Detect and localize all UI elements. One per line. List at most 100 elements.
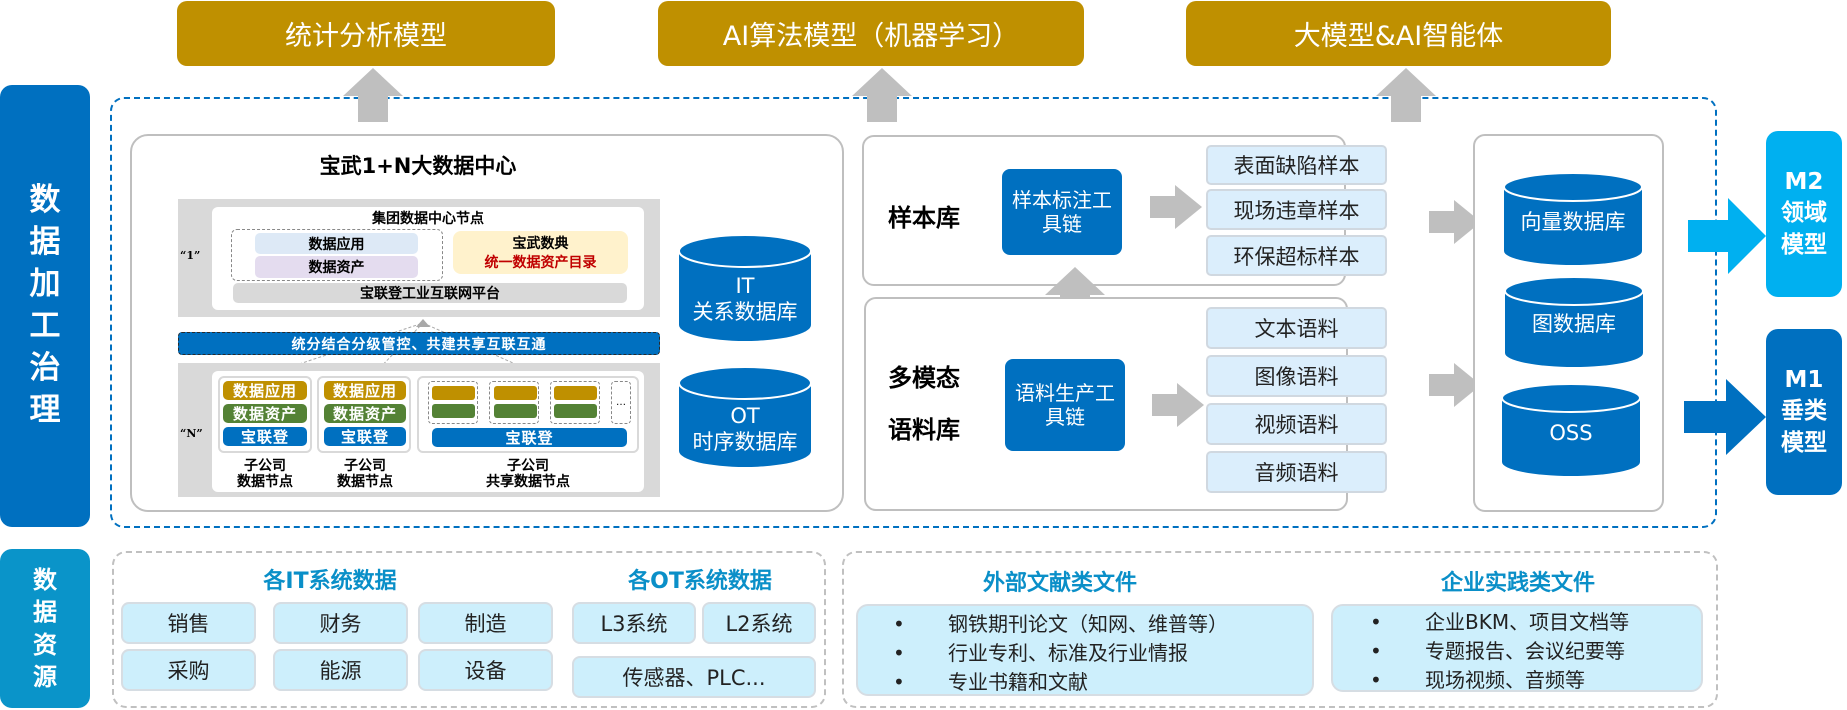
- list-item: 钢铁期刊论文（知网、维普等）: [893, 610, 1312, 639]
- group-data-dashed: [231, 229, 443, 281]
- database-line1: IT: [735, 274, 755, 298]
- up-arrow-icon: [343, 68, 403, 122]
- banner-llm-agent: 大模型&AI智能体: [1186, 1, 1611, 66]
- corpus-item: 文本语料: [1206, 307, 1387, 349]
- bigdata-center-title: 宝武1+N大数据中心: [319, 154, 517, 178]
- vector-database-icon: 向量数据库: [1502, 171, 1644, 266]
- ot-system-item: L3系统: [572, 602, 696, 644]
- sub-node-2: [317, 376, 411, 453]
- side-char: 理: [29, 391, 61, 428]
- store-label: OSS: [1549, 421, 1593, 445]
- sample-item: 现场违章样本: [1206, 189, 1387, 230]
- shared-node-caption-1: 子公司: [507, 457, 549, 474]
- shared-node-caption-2: 共享数据节点: [486, 473, 570, 490]
- shared-node-platform: 宝联登: [432, 428, 627, 447]
- external-docs-list: 钢铁期刊论文（知网、维普等） 行业专利、标准及行业情报 专业书籍和文献: [856, 604, 1314, 697]
- model-line1: 垂类: [1781, 398, 1827, 425]
- up-arrow-icon: [1376, 68, 1436, 122]
- shared-slot-app: [432, 386, 475, 400]
- shared-slot: [489, 381, 539, 424]
- ot-system-item: 传感器、PLC...: [572, 656, 816, 698]
- data-dictionary-title: 宝武数典: [512, 236, 569, 252]
- up-arrow-icon: [852, 68, 912, 122]
- sub-node-app: 数据应用: [223, 381, 307, 400]
- shared-slot-more: …: [611, 381, 631, 424]
- shared-slot-app: [494, 386, 537, 400]
- right-arrow-icon: [1150, 185, 1202, 229]
- model-code: M1: [1784, 367, 1824, 394]
- store-label: 图数据库: [1532, 312, 1616, 336]
- side-label-processing: 数 据 加 工 治 理: [0, 85, 90, 527]
- model-code: M2: [1784, 169, 1824, 196]
- group-node-title: 集团数据中心节点: [372, 211, 484, 227]
- sub-node-asset: 数据资产: [223, 404, 307, 423]
- group-data-app: 数据应用: [255, 233, 418, 254]
- sub-node-app: 数据应用: [324, 381, 406, 400]
- shared-slot-asset: [494, 404, 537, 418]
- shared-node: [417, 376, 639, 453]
- sample-item: 表面缺陷样本: [1206, 145, 1387, 185]
- one-label: “1”: [180, 249, 201, 262]
- shared-slot-asset: [554, 404, 597, 418]
- corpus-library-title-1: 多模态: [888, 364, 960, 392]
- group-data-asset: 数据资产: [255, 256, 418, 278]
- shared-slot-asset: [432, 404, 475, 418]
- it-system-item: 财务: [273, 602, 408, 644]
- list-item: 专业书籍和文献: [893, 668, 1312, 697]
- sub-node-platform: 宝联登: [223, 427, 307, 446]
- structured-sources-frame: [112, 551, 826, 708]
- shared-slot-app: [554, 386, 597, 400]
- list-item: 企业BKM、项目文档等: [1370, 608, 1701, 637]
- store-label: 向量数据库: [1520, 210, 1626, 234]
- banner-label: AI算法模型（机器学习）: [722, 21, 1020, 52]
- shared-slot: [428, 381, 478, 424]
- right-arrow-icon: [1152, 383, 1204, 427]
- arrow-to-m1-icon: [1684, 379, 1766, 455]
- model-m2-box: M2 领域 模型: [1766, 131, 1842, 297]
- sub-node-asset: 数据资产: [324, 404, 406, 423]
- enterprise-docs-list: 企业BKM、项目文档等 专题报告、会议纪要等 现场视频、音频等: [1331, 604, 1703, 695]
- corpus-item: 视频语料: [1206, 403, 1387, 445]
- side-char: 加: [29, 266, 61, 303]
- graph-database-icon: 图数据库: [1503, 275, 1645, 368]
- oss-storage-icon: OSS: [1500, 382, 1642, 477]
- side-char: 据: [29, 224, 61, 261]
- it-system-item: 销售: [121, 602, 256, 644]
- database-line2: 关系数据库: [692, 300, 798, 325]
- it-system-item: 能源: [273, 649, 408, 691]
- ot-systems-title: 各OT系统数据: [628, 569, 772, 594]
- sub-node-caption-2: 数据节点: [337, 473, 393, 490]
- banner-ai-algorithm-model: AI算法模型（机器学习）: [658, 1, 1084, 66]
- enterprise-docs-title: 企业实践类文件: [1440, 571, 1595, 596]
- sub-node-1: [218, 376, 312, 453]
- it-system-item: 采购: [121, 649, 256, 691]
- processing-frame: [110, 97, 1717, 528]
- arrow-to-m2-icon: [1688, 198, 1766, 274]
- data-dictionary-box: [453, 231, 628, 274]
- it-system-item: 设备: [418, 649, 553, 691]
- model-line2: 模型: [1781, 429, 1827, 456]
- side-char: 数: [33, 565, 57, 594]
- banner-label: 大模型&AI智能体: [1293, 21, 1504, 52]
- sample-item: 环保超标样本: [1206, 235, 1387, 276]
- corpus-item: 音频语料: [1206, 451, 1387, 493]
- database-line2: 时序数据库: [692, 430, 798, 455]
- database-line1: OT: [730, 404, 760, 428]
- sample-annotation-toolchain: 样本标注工具链: [1002, 169, 1122, 255]
- data-dictionary-subtitle: 统一数据资产目录: [484, 255, 597, 271]
- sample-library-title: 样本库: [888, 204, 960, 232]
- sub-node-caption-1: 子公司: [244, 457, 286, 474]
- governance-band: 统分结合分级管控、共建共享互联互通: [178, 332, 660, 355]
- side-char: 据: [33, 598, 57, 627]
- list-item: 现场视频、音频等: [1370, 666, 1701, 695]
- document-sources-frame: [842, 551, 1718, 708]
- banner-statistical-model: 统计分析模型: [177, 1, 555, 66]
- model-line2: 模型: [1781, 231, 1827, 258]
- side-char: 治: [29, 349, 61, 386]
- sub-node-caption-2: 数据节点: [237, 473, 293, 490]
- it-system-item: 制造: [418, 602, 553, 644]
